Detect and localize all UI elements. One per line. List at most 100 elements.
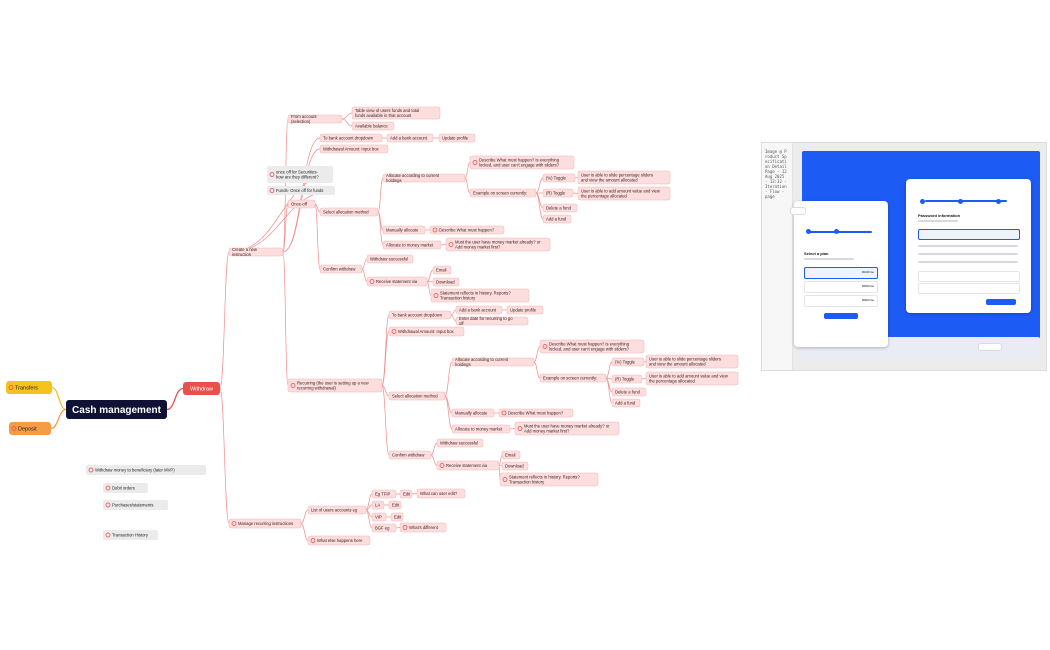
node-dl2[interactable]: Download — [501, 461, 529, 471]
node-descs2[interactable]: Describe What must happen? — [498, 408, 574, 418]
node-box — [501, 450, 521, 460]
node-transfers[interactable]: Transfers — [6, 381, 52, 394]
node-once_off_securities[interactable]: once off for Securities-how are they dif… — [267, 166, 333, 183]
node-central[interactable]: Cash management — [66, 400, 167, 419]
node-stmt2[interactable]: Statement reflects in history. Reports?T… — [499, 472, 599, 487]
node-box — [611, 398, 641, 408]
node-rd1[interactable]: User is able to add amount value and vie… — [577, 186, 671, 201]
plan-option-2[interactable]: R600/mo — [804, 281, 878, 293]
node-email2[interactable]: Email — [501, 450, 521, 460]
step-1-dot — [920, 199, 925, 204]
node-label: BGF eg — [375, 525, 390, 530]
node-confirm2[interactable]: Confirm withdraw — [388, 450, 432, 460]
node-manage[interactable]: Manage recurring instructions — [228, 518, 302, 529]
node-rd2[interactable]: User is able to add amount value and vie… — [645, 371, 739, 386]
connector-recv1-email1 — [426, 269, 434, 282]
node-label: Email — [505, 452, 516, 457]
node-manual1[interactable]: Manually allocate — [382, 225, 426, 235]
node-mm1[interactable]: Allocate to money market — [382, 240, 442, 250]
node-add_bank[interactable]: Add a bank account — [386, 133, 434, 143]
node-add2[interactable]: Add a fund — [611, 398, 641, 408]
node-mm2[interactable]: Allocate to money market — [451, 424, 511, 434]
node-add_bank2[interactable]: Add a bank account — [455, 305, 503, 315]
node-recv1[interactable]: Receive statement via — [366, 276, 428, 287]
flow-preview-thumbnail[interactable]: Image @ Product Specification Detail Pag… — [761, 142, 1047, 371]
node-pct1[interactable]: (%) Toggle — [542, 173, 576, 183]
node-box — [103, 483, 148, 493]
node-recv2[interactable]: Receive statement via — [436, 460, 500, 471]
node-pctd2[interactable]: User is able to slide percentage sliders… — [645, 354, 739, 369]
node-del2[interactable]: Delete a fund — [611, 387, 647, 397]
node-example2[interactable]: Example on screen currently: — [539, 373, 607, 383]
node-pct2[interactable]: (%) Toggle — [611, 357, 645, 367]
node-r1[interactable]: (R) Toggle — [542, 188, 574, 198]
node-ok1[interactable]: Withdraw successful — [366, 254, 414, 264]
node-withdrawal_amount2[interactable]: Withdrawal Amount: Input box — [388, 326, 465, 337]
node-withdraw[interactable]: Withdraw — [183, 382, 220, 395]
node-label: Allocate to money market — [455, 426, 503, 431]
node-update_profile[interactable]: Update profile — [438, 133, 476, 143]
node-what_else[interactable]: What else happens here — [307, 535, 371, 546]
node-example1[interactable]: Example on screen currently: — [469, 188, 537, 198]
node-box — [103, 500, 168, 510]
node-f3[interactable]: Transaction History — [103, 530, 158, 540]
node-del1[interactable]: Delete a fund — [542, 203, 578, 213]
input-row-1 — [918, 271, 1020, 282]
node-dl1[interactable]: Download — [432, 277, 460, 287]
preview-sidebar: Image @ Product Specification Detail Pag… — [762, 143, 793, 370]
node-la[interactable]: LA — [371, 500, 385, 510]
node-to_bank[interactable]: To bank account dropdown — [319, 133, 383, 143]
node-edit_a[interactable]: Edit — [399, 489, 413, 499]
preview-continue-button[interactable] — [986, 299, 1016, 305]
node-email1[interactable]: Email — [432, 265, 452, 275]
plan-option-1[interactable]: R100/mo — [804, 267, 878, 279]
node-add1[interactable]: Add a fund — [542, 214, 572, 224]
node-r2[interactable]: (R) Toggle — [611, 374, 643, 384]
node-to_bank2[interactable]: To bank account dropdown — [388, 310, 452, 320]
node-whats_diff[interactable]: What's different — [399, 522, 447, 533]
node-mustmm1[interactable]: Must the user have money market already?… — [445, 237, 551, 252]
node-label: User is able to add amount value and vie… — [649, 374, 729, 384]
node-confirm1[interactable]: Confirm withdraw — [319, 264, 363, 274]
node-f0[interactable]: Withdraw money to beneficiary (later MVP… — [86, 465, 206, 475]
node-stmt1[interactable]: Statement reflects in history. Reports?T… — [430, 288, 530, 303]
node-ok2[interactable]: Withdraw successful — [436, 438, 484, 448]
node-describe2[interactable]: Describe What must happen? Is everything… — [539, 339, 645, 354]
node-vip[interactable]: VIP — [371, 512, 387, 522]
node-edit_b[interactable]: Edit — [388, 500, 402, 510]
plan-option-3[interactable]: R900/mo — [804, 295, 878, 307]
node-withdrawal_amount[interactable]: Withdrawal Amount: Input box — [319, 144, 389, 154]
node-once_off[interactable]: Once-off — [287, 199, 316, 209]
node-edit_c[interactable]: Edit — [390, 512, 404, 522]
node-select_alloc2[interactable]: Select allocation method — [388, 391, 446, 401]
node-available_balance[interactable]: Available balance — [351, 121, 395, 131]
node-manual2[interactable]: Manually allocate — [451, 408, 495, 418]
connector-recv1-dl1 — [426, 281, 434, 283]
node-deposit[interactable]: Deposit — [9, 422, 51, 435]
preview-select-button[interactable] — [824, 313, 858, 319]
node-descs1[interactable]: Describe What must happen? — [429, 225, 505, 235]
node-f2[interactable]: Purchases/statements — [103, 500, 168, 510]
node-describe1[interactable]: Describe What must happen? Is everything… — [469, 155, 575, 170]
node-update_profile2[interactable]: Update profile — [506, 305, 544, 315]
node-list_users[interactable]: List of users accounts eg — [307, 505, 367, 515]
node-from_account[interactable]: From account(selection) — [287, 114, 343, 124]
node-eg_tfip[interactable]: Eg TFIP — [371, 489, 397, 499]
node-label: Statement reflects in history. Reports?T… — [440, 291, 511, 301]
node-box — [455, 305, 503, 315]
node-bgf[interactable]: BGF eg — [371, 523, 397, 533]
node-mustmm2[interactable]: Must the user have money market already?… — [514, 421, 620, 436]
preview-left-card: Select a plan R100/mo R600/mo R900/mo — [794, 201, 888, 347]
node-select_alloc1[interactable]: Select allocation method — [319, 207, 379, 217]
node-pctd1[interactable]: User is able to slide percentage sliders… — [577, 170, 671, 185]
node-funds_once_off[interactable]: Funds- Once off for funds — [267, 186, 335, 195]
node-what_edit[interactable]: What can user edit? — [416, 488, 466, 499]
connector-manage-list_users — [300, 509, 309, 524]
node-f1[interactable]: Debit orders — [103, 483, 148, 493]
